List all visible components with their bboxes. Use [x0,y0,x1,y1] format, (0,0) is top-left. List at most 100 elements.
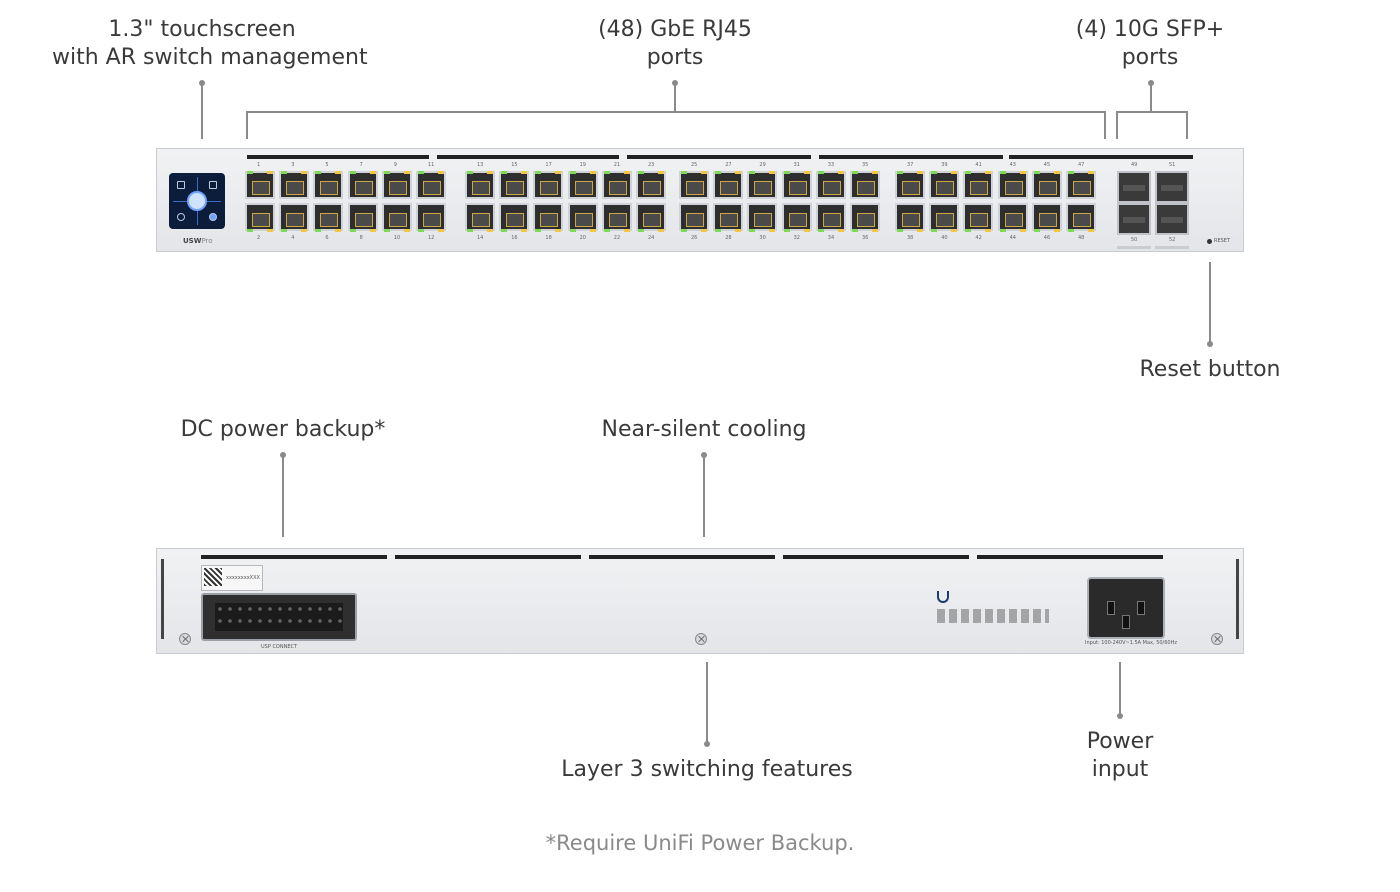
rj45-port-3[interactable] [279,171,310,199]
port-number-bottom: 40 [941,235,948,241]
touchscreen[interactable] [169,173,225,229]
model-suffix: Pro [201,237,213,245]
link-led-amber [335,229,342,232]
rj45-port-10[interactable] [381,203,412,231]
link-led-green [315,229,322,232]
power-input-socket[interactable] [1087,577,1165,639]
link-led-amber [735,171,742,174]
link-led-amber [837,229,844,232]
port-number-bottom: 46 [1043,235,1051,241]
link-led-green [817,229,824,232]
link-led-green [1033,229,1040,232]
rj45-port-31[interactable] [781,171,812,199]
link-led-amber [1019,229,1026,232]
link-led-green [638,229,644,232]
dc-power-port[interactable] [201,593,357,641]
link-led-green [535,229,542,232]
link-led-green [1068,171,1074,174]
port-number-top: 27 [725,162,732,168]
port-number-top: 35 [862,162,869,168]
link-led-green [315,171,322,174]
rj45-port-22[interactable] [601,203,632,231]
rj45-port-27[interactable] [713,171,744,199]
vent-slot [395,555,581,559]
rj45-port-30[interactable] [747,203,778,231]
reset-button[interactable] [1207,239,1212,244]
sfp-number-bottom: 52 [1169,237,1176,243]
rj45-port-12[interactable] [416,203,446,231]
rj45-port-35[interactable] [850,171,880,199]
port-number-bottom: 10 [393,235,401,241]
sfp-port-52[interactable] [1155,203,1189,235]
rj45-port-21[interactable] [601,171,632,199]
port-number-top: 23 [648,162,655,168]
port-number-top: 41 [975,162,982,168]
vent-slot [589,555,775,559]
rj45-port-20[interactable] [567,203,598,231]
rj45-port-1[interactable] [245,171,275,199]
rj45-port-18[interactable] [533,203,564,231]
rj45-port-36[interactable] [850,203,880,231]
sfp-callout: (4) 10G SFP+ ports [1075,17,1225,70]
reset-label: RESET [1214,238,1231,244]
rj45-port-4[interactable] [279,203,310,231]
rj45-port-34[interactable] [815,203,846,231]
rj45-port-48[interactable] [1066,203,1096,231]
rj45-port-39[interactable] [929,171,960,199]
rj45-port-11[interactable] [416,171,446,199]
link-led-green [783,229,790,232]
sfp-port-51[interactable] [1155,171,1189,203]
rj45-port-24[interactable] [636,203,666,231]
rj45-port-23[interactable] [636,171,666,199]
link-led-amber [301,171,308,174]
link-led-amber [267,229,273,232]
link-led-amber [521,171,528,174]
sfp-port-50[interactable] [1117,203,1151,235]
rj45-port-46[interactable] [1031,203,1062,231]
rj45-port-29[interactable] [747,171,778,199]
rj45-port-26[interactable] [679,203,709,231]
rj45-port-9[interactable] [381,171,412,199]
port-number-bottom: 32 [793,235,800,241]
link-led-green [383,229,390,232]
rj45-port-16[interactable] [499,203,530,231]
link-led-green [569,171,576,174]
rj45-port-7[interactable] [347,171,378,199]
dc-port-label: USP CONNECT [261,644,298,650]
rj45-port-6[interactable] [313,203,344,231]
link-led-amber [658,171,664,174]
rj45-port-33[interactable] [815,171,846,199]
rj45-port-41[interactable] [963,171,994,199]
link-led-amber [623,229,630,232]
rj45-port-37[interactable] [895,171,925,199]
link-led-green [1033,171,1040,174]
reset-callout: Reset button [1139,357,1281,382]
rj45-port-14[interactable] [465,203,495,231]
rj45-port-32[interactable] [781,203,812,231]
rj45-port-17[interactable] [533,171,564,199]
link-led-amber [701,171,707,174]
port-number-bottom: 4 [291,235,295,241]
sfp-port-49[interactable] [1117,171,1151,203]
rj45-port-44[interactable] [997,203,1028,231]
screw-icon [179,633,191,645]
rj45-port-40[interactable] [929,203,960,231]
link-led-green [783,171,790,174]
rj45-port-45[interactable] [1031,171,1062,199]
rj45-port-8[interactable] [347,203,378,231]
rj45-port-2[interactable] [245,203,275,231]
rj45-port-42[interactable] [963,203,994,231]
link-led-amber [403,229,410,232]
rj45-port-38[interactable] [895,203,925,231]
rj45-port-19[interactable] [567,171,598,199]
rj45-port-13[interactable] [465,171,495,199]
rj45-port-47[interactable] [1066,171,1096,199]
rj45-port-28[interactable] [713,203,744,231]
rj45-port-43[interactable] [997,171,1028,199]
link-led-amber [1053,229,1060,232]
rj45-port-25[interactable] [679,171,709,199]
link-led-green [715,229,722,232]
rj45-port-5[interactable] [313,171,344,199]
rj45-port-15[interactable] [499,171,530,199]
link-led-green [603,229,610,232]
